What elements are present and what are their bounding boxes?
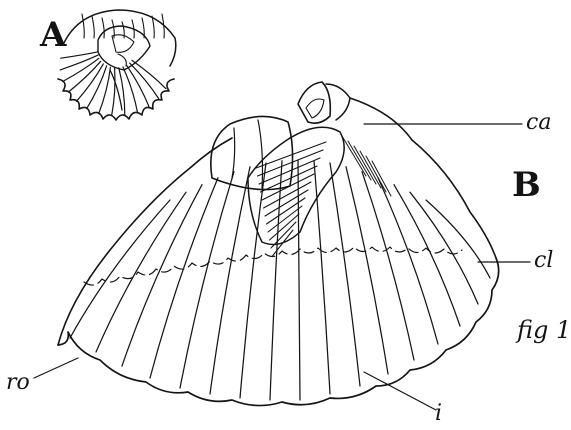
specimen-b-shading — [366, 156, 386, 192]
specimen-b-rib — [426, 200, 490, 278]
specimen-a-top-rim — [63, 10, 176, 66]
specimen-b-hatching — [261, 166, 318, 192]
specimen-a-drawing — [58, 10, 176, 120]
leader-line-i — [364, 372, 436, 410]
specimen-b-hatching — [259, 158, 320, 184]
callout-label-i: i — [435, 403, 442, 425]
specimen-a-rib — [130, 63, 159, 98]
view-label-b: B — [512, 168, 541, 202]
specimen-b-carina-dark — [306, 99, 324, 118]
specimen-b-rib — [346, 167, 388, 374]
specimen-b-growth-line — [84, 247, 462, 285]
specimen-a-crown-rib — [92, 16, 94, 38]
specimen-b-shading — [372, 161, 391, 196]
specimen-a-plate — [118, 54, 126, 66]
specimen-b-rib — [314, 161, 330, 394]
specimen-b-rib — [150, 178, 218, 378]
specimen-b-shading — [360, 151, 381, 188]
specimen-b-rib — [270, 161, 282, 400]
leader-line-ro — [34, 358, 78, 378]
specimen-a-rib — [99, 67, 111, 113]
specimen-b-right-margin — [350, 98, 496, 258]
specimen-b-rib — [330, 163, 360, 386]
specimen-b-rib — [96, 192, 186, 352]
specimen-b-shading — [348, 141, 371, 180]
specimen-b-rostrum-ridge — [258, 120, 263, 188]
specimen-b-rib — [70, 200, 170, 338]
callout-label-cl: cl — [534, 250, 553, 272]
callout-label-ro: ro — [6, 372, 30, 394]
callout-label-ca: ca — [526, 112, 551, 134]
specimen-a-crown-rib — [102, 18, 104, 38]
view-label-a: A — [40, 18, 66, 52]
specimen-b-hatching — [265, 190, 308, 216]
specimen-a-crown-rib — [82, 14, 84, 38]
specimen-a-plate — [112, 35, 134, 52]
specimen-a-crown-rib — [162, 14, 164, 38]
specimen-b-hatching — [264, 182, 312, 208]
specimen-b-rostrum-ridge — [232, 128, 235, 178]
specimen-a-crown-rib — [152, 16, 154, 38]
specimen-b-hatching — [256, 142, 326, 168]
specimen-b-hatching — [258, 150, 324, 176]
specimen-b-shading — [354, 146, 376, 184]
figure-caption: fig 1 — [517, 318, 571, 342]
specimen-b-drawing — [58, 82, 499, 406]
specimen-b-hatching — [262, 174, 314, 200]
specimen-a-rib — [76, 64, 103, 102]
specimen-b-base-rim — [58, 258, 499, 406]
